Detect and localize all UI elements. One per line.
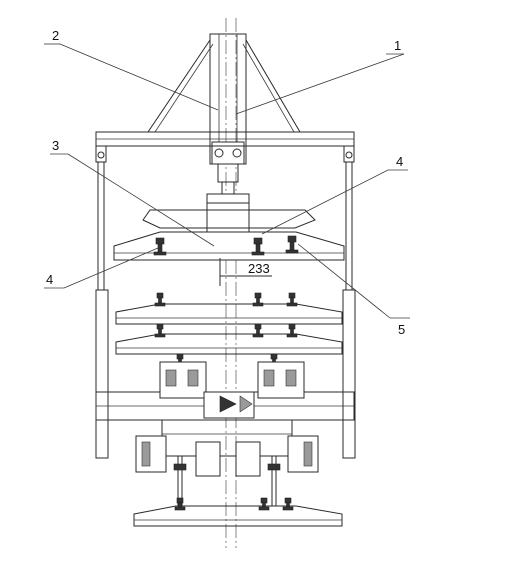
- top-beam: [95, 131, 355, 163]
- callout-label-4-lower: 4: [46, 272, 53, 287]
- dimension-marker: 233: [219, 258, 272, 286]
- callout-label-5: 5: [398, 322, 405, 337]
- callout-label-1: 1: [394, 38, 401, 53]
- bottom-sleeper: [133, 497, 343, 527]
- central-hub: [206, 193, 250, 237]
- centerlines: [225, 18, 237, 548]
- leader-lines: [44, 43, 410, 319]
- middle-sleepers: [115, 303, 343, 355]
- callout-labels: 2 1 3 4 4 5: [46, 28, 405, 337]
- side-rods: [95, 162, 356, 459]
- lifting-column: [209, 33, 247, 195]
- gripper-frame: [95, 361, 355, 421]
- callout-label-4-upper: 4: [396, 154, 403, 169]
- sling-cables: [147, 39, 301, 133]
- clamp-assembly: [135, 419, 319, 506]
- callout-label-2: 2: [52, 28, 59, 43]
- callout-label-3: 3: [52, 138, 59, 153]
- dimension-label: 233: [248, 261, 270, 276]
